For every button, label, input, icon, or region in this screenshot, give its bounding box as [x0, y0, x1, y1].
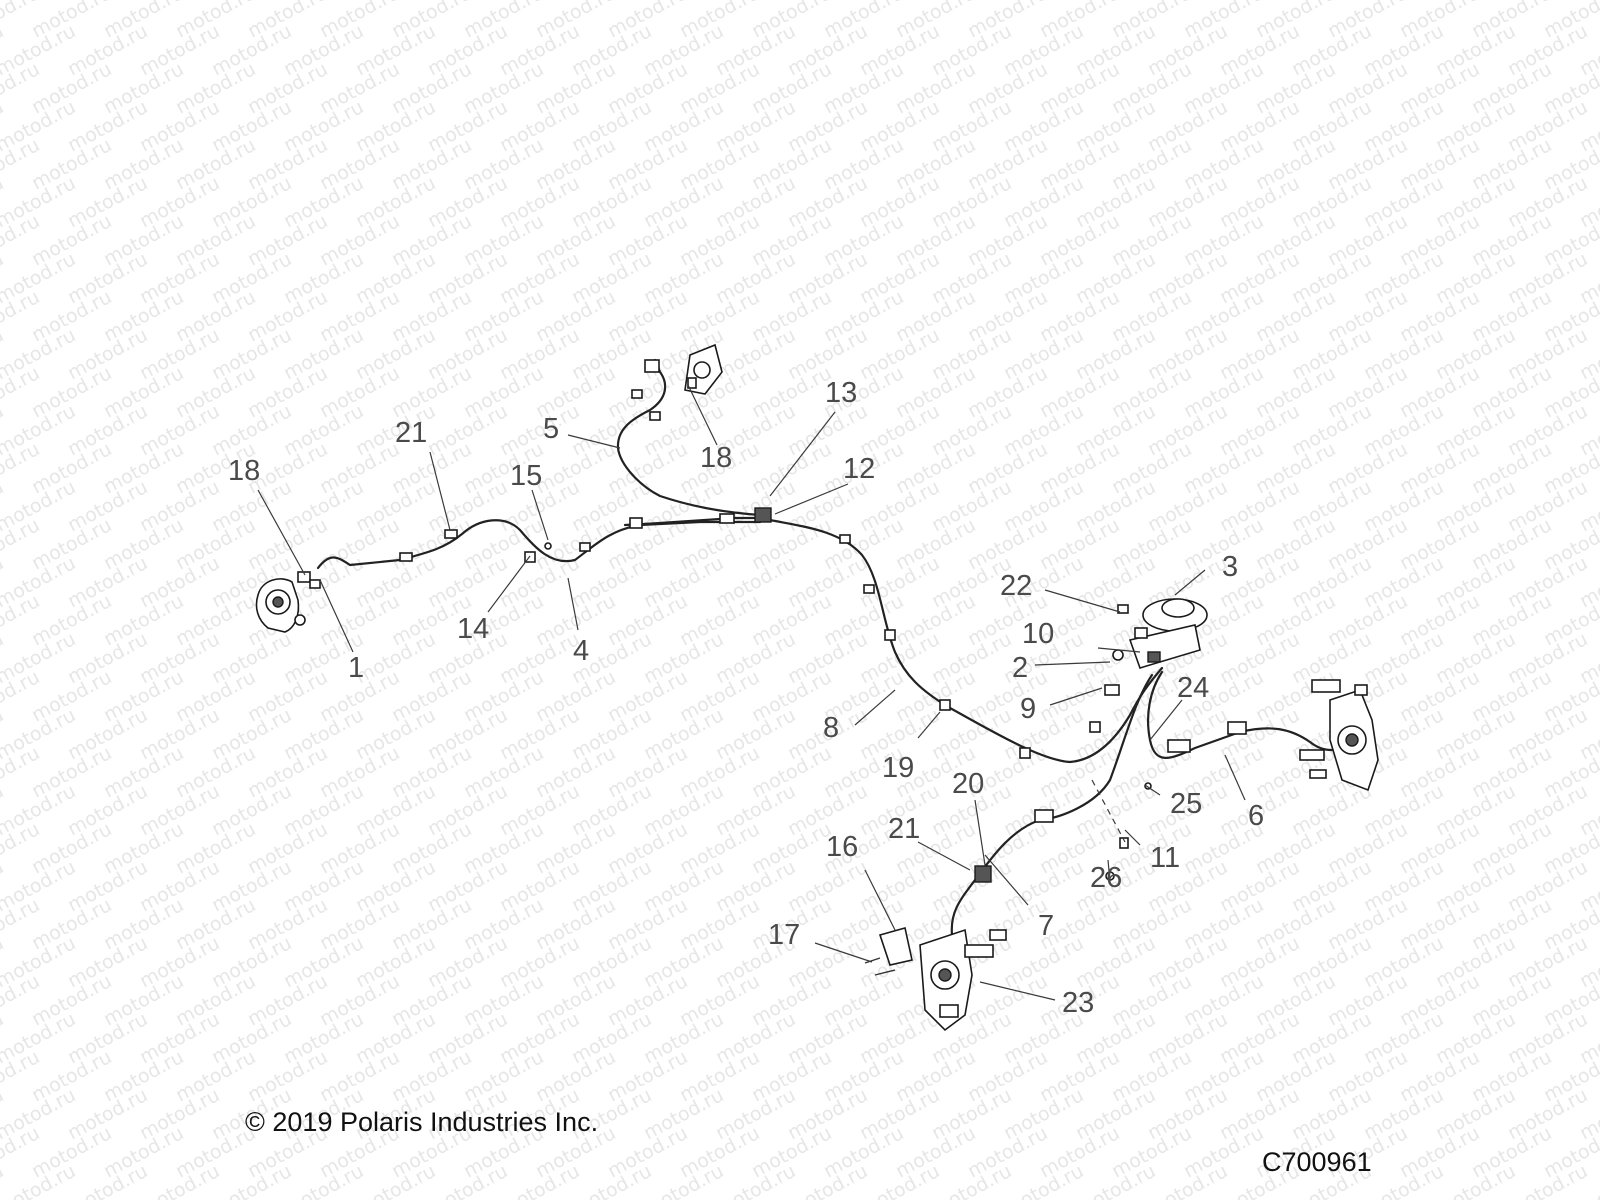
junction-block-12: [754, 507, 772, 523]
clip: [1089, 721, 1101, 733]
callout: 12: [843, 453, 875, 485]
callout: 25: [1170, 788, 1202, 820]
watermark-text: motod.ru: [1576, 0, 1600, 4]
callout: 17: [768, 919, 800, 951]
callout: 4: [573, 635, 589, 667]
callout: 6: [1248, 800, 1264, 832]
callout: 21: [888, 813, 920, 845]
callout: 1: [348, 652, 364, 684]
clip: [629, 517, 643, 529]
callout: 26: [1090, 862, 1122, 894]
callout: 10: [1022, 618, 1054, 650]
callout: 3: [1222, 551, 1238, 583]
clip: [1034, 809, 1054, 823]
callout: 14: [457, 613, 489, 645]
clip: [1019, 747, 1031, 759]
clip: [1227, 721, 1247, 735]
callout: 19: [882, 752, 914, 784]
clip: [884, 629, 896, 641]
clip-21-upper: [444, 529, 458, 539]
callout: 24: [1177, 672, 1209, 704]
figure-code: C700961: [1262, 1147, 1372, 1177]
callout: 9: [1020, 693, 1036, 725]
callout: 7: [1038, 910, 1054, 942]
callout: 21: [395, 417, 427, 449]
callout: 8: [823, 712, 839, 744]
callout: 13: [825, 377, 857, 409]
callout: 20: [952, 768, 984, 800]
callout: 5: [543, 413, 559, 445]
clip: [839, 534, 851, 544]
clip: [579, 542, 591, 552]
clip: [719, 513, 735, 524]
clip: [1167, 739, 1191, 753]
callout: 18: [228, 455, 260, 487]
copyright-notice: © 2019 Polaris Industries Inc.: [245, 1107, 599, 1137]
clip: [863, 584, 875, 594]
callout: 18: [700, 442, 732, 474]
callout: 23: [1062, 987, 1094, 1019]
clip-15: [544, 542, 552, 550]
callout: 22: [1000, 570, 1032, 602]
clip-19: [939, 699, 951, 711]
clip: [399, 552, 413, 562]
callout: 11: [1150, 842, 1180, 874]
clip-20: [974, 865, 992, 883]
callout: 16: [826, 831, 858, 863]
callout: 15: [510, 460, 542, 492]
callout: 2: [1012, 652, 1028, 684]
